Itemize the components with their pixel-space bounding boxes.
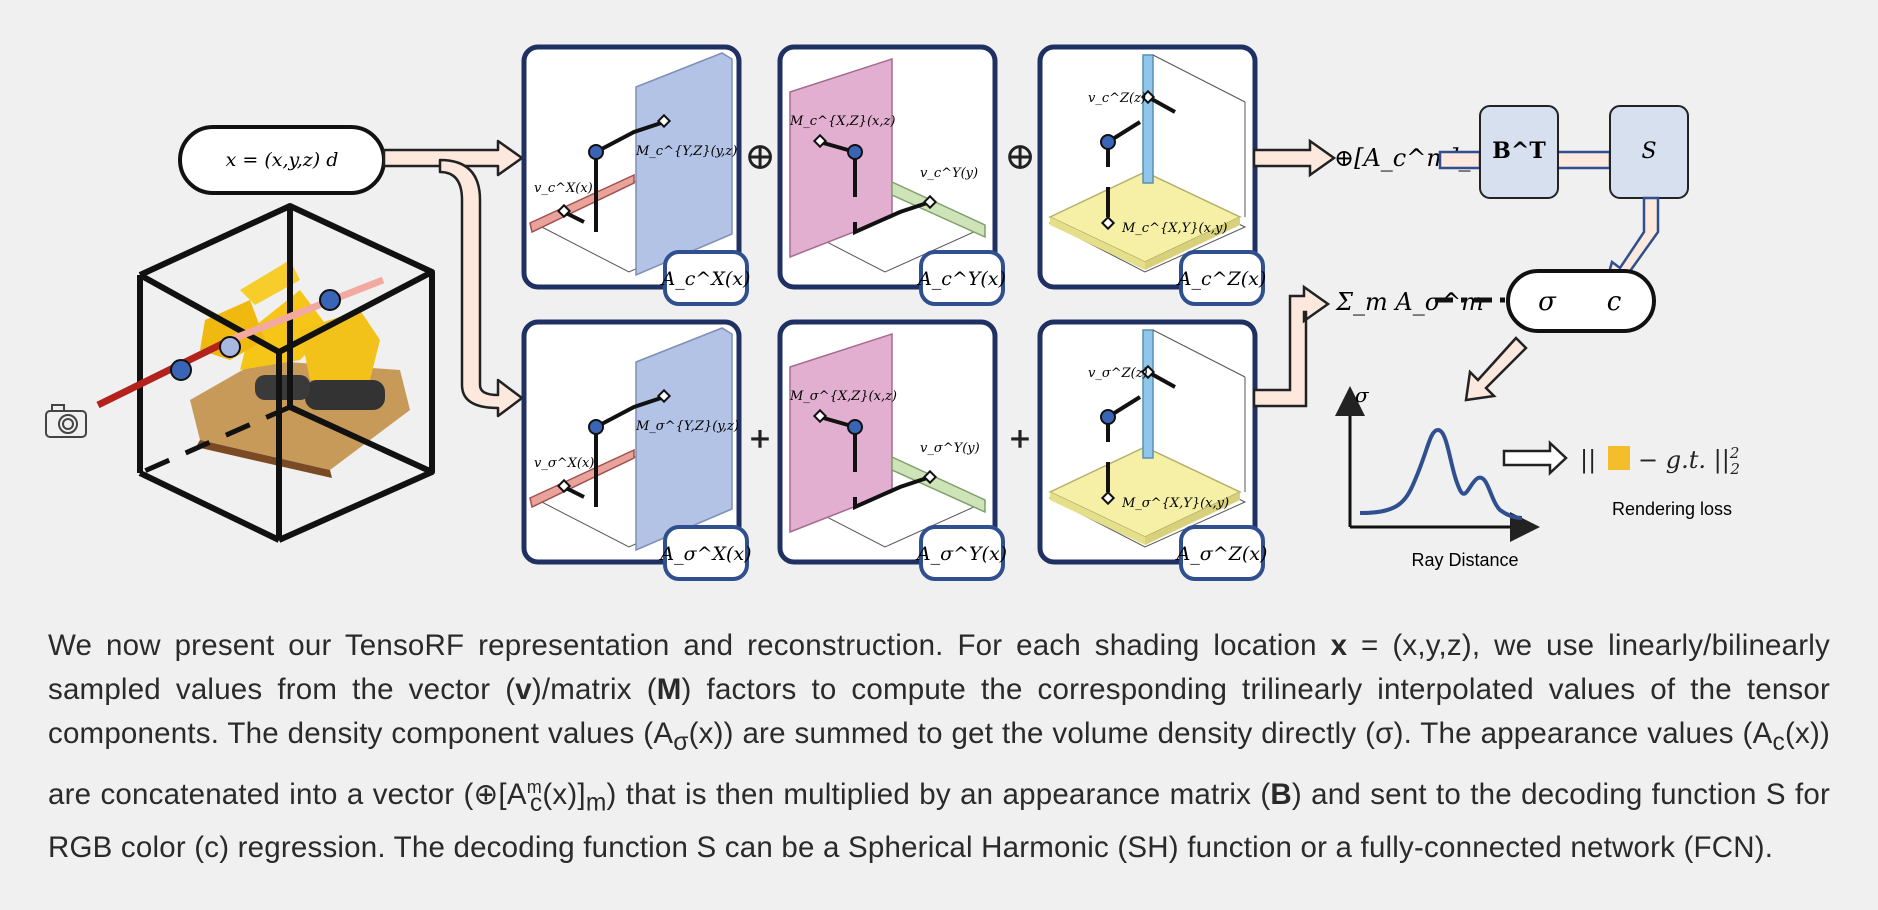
component-badge-label: A_σ^X(x)	[658, 543, 751, 565]
caption-sup: m	[526, 776, 542, 797]
camera-ray-far	[228, 276, 385, 344]
caption-text: (x)) are summed to get the volume densit…	[688, 717, 1773, 750]
sample-point	[219, 336, 241, 358]
matrix-label: M_σ^{X,Z}(x,z)	[789, 389, 897, 404]
camera-ray	[96, 336, 232, 409]
vector-bar	[891, 180, 986, 239]
arrow-density	[1252, 284, 1331, 408]
component-badge-label: A_σ^Z(x)	[1175, 543, 1268, 565]
matrix-label: M_c^{X,Z}(x,z)	[789, 114, 895, 129]
vector-label: v_c^Y(y)	[920, 166, 978, 181]
tensorf-diagram: x = (x,y,z) d v_c^X(x) M_c^{Y,Z}(y,z) A_c^…	[45, 44, 1740, 581]
scene-cube	[96, 203, 435, 543]
component-badge	[919, 525, 1005, 581]
appearance-matrix-label: B^T	[1492, 138, 1546, 164]
density-sum-label: Σ_m A_σ^m	[1335, 288, 1484, 316]
caption-text: ) and sent to the decoding function S fo…	[48, 777, 1830, 864]
component-badge	[663, 250, 749, 306]
matrix-label: M_σ^{Y,Z}(y,z)	[635, 419, 739, 434]
caption-text: ) factors to compute the corresponding t…	[48, 673, 1831, 750]
caption-bold: x	[1330, 629, 1348, 662]
caption-sub: σ	[673, 728, 689, 756]
factor-panel: v_c^X(x) M_c^{Y,Z}(y,z) A_c^X(x)	[521, 44, 751, 306]
caption-text: ) that is then multiplied by an appearan…	[606, 777, 1271, 811]
component-badge	[663, 525, 749, 581]
input-arrows	[382, 139, 524, 418]
arrow-to-loss	[1502, 440, 1568, 476]
plot-x-label: Ray Distance	[1411, 550, 1518, 570]
vector-label: v_c^X(x)	[534, 181, 593, 196]
connector-bar	[1438, 150, 1482, 170]
loss-label: Rendering loss	[1612, 499, 1732, 519]
caption-bold: v	[515, 673, 532, 706]
plus-operator: +	[1008, 422, 1031, 455]
svg-text:||: ||	[1580, 446, 1596, 475]
vector-bar	[891, 455, 986, 514]
component-badge	[919, 250, 1005, 306]
caption-text: (x)) are concatenated into a vector (⊕[A	[48, 717, 1830, 811]
arrow-to-plot	[1464, 336, 1528, 402]
plot-y-label: σ	[1355, 383, 1370, 407]
component-badge-label: A_c^Z(x)	[1176, 268, 1267, 290]
output-pill	[1506, 269, 1656, 333]
arrow-appearance	[1252, 138, 1337, 178]
svg-text:− g.t. ||22: − g.t. ||22	[1638, 444, 1740, 478]
vector-bar	[529, 448, 635, 509]
component-badge	[1179, 525, 1265, 581]
component-badge-label: A_σ^Y(x)	[915, 543, 1007, 565]
component-badge-label: A_c^Y(x)	[916, 268, 1006, 290]
caption-sub: c	[529, 789, 543, 817]
caption: We now present our TensoRF representatio…	[48, 624, 1830, 870]
density-curve	[1359, 427, 1523, 520]
vector-bar	[1142, 54, 1154, 184]
factor-panel: v_σ^X(x) M_σ^{Y,Z}(y,z) A_σ^X(x)	[521, 319, 752, 581]
caption-paragraph: We now present our TensoRF representatio…	[48, 624, 1830, 870]
vector-label: v_c^Z(z)	[1088, 91, 1146, 106]
sample-point	[170, 359, 192, 381]
concat-operator: ⊕	[744, 134, 776, 178]
component-badge	[1179, 250, 1265, 306]
caption-text: We now present our TensoRF representatio…	[48, 629, 1331, 662]
caption-text: )/matrix (	[531, 673, 657, 706]
output-sigma: σ	[1538, 287, 1557, 317]
factor-panel: v_c^Z(z) M_c^{X,Y}(x,y) A_c^Z(x)	[1037, 44, 1267, 306]
concat-operator: ⊕	[1004, 134, 1036, 178]
sample-point	[319, 289, 341, 311]
plus-operator: +	[748, 422, 771, 455]
matrix-label: M_σ^{X,Y}(x,y)	[1121, 496, 1229, 511]
vector-label: v_σ^Y(y)	[920, 441, 980, 456]
factor-panel: v_σ^Z(z) M_σ^{X,Y}(x,y) A_σ^Z(x)	[1037, 319, 1268, 581]
caption-sub: c	[1772, 728, 1785, 756]
decoder-label: S	[1641, 139, 1656, 164]
appearance-matrix-box	[1479, 105, 1559, 199]
matrix-plane	[635, 327, 733, 552]
caption-text: = (x,y,z), we use linearly/bilinearly sa…	[48, 629, 1830, 706]
vector-bar	[529, 173, 635, 234]
vector-label: v_σ^X(x)	[534, 456, 594, 471]
matrix-plane	[635, 52, 733, 277]
caption-sub: m	[585, 789, 607, 817]
vector-label: v_σ^Z(z)	[1088, 366, 1148, 381]
input-label: x = (x,y,z) d	[226, 149, 339, 171]
matrix-label: M_c^{Y,Z}(y,z)	[635, 144, 737, 159]
caption-bold: B	[1270, 777, 1292, 811]
caption-text: (x)]	[542, 777, 586, 811]
factor-panel: v_c^Y(y) M_c^{X,Z}(x,z) A_c^Y(x)	[777, 44, 1006, 306]
factor-panel: v_σ^Y(y) M_σ^{X,Z}(x,z) A_σ^Y(x)	[777, 319, 1007, 581]
camera-icon	[45, 404, 87, 438]
vector-bar	[1142, 329, 1154, 459]
component-badge-label: A_c^X(x)	[660, 268, 751, 290]
caption-bold: M	[656, 673, 682, 706]
output-color: c	[1607, 287, 1622, 317]
rendered-color-swatch	[1608, 446, 1630, 470]
matrix-label: M_c^{X,Y}(x,y)	[1121, 221, 1227, 236]
volume-density-plot: σ Ray Distance	[1335, 383, 1540, 570]
